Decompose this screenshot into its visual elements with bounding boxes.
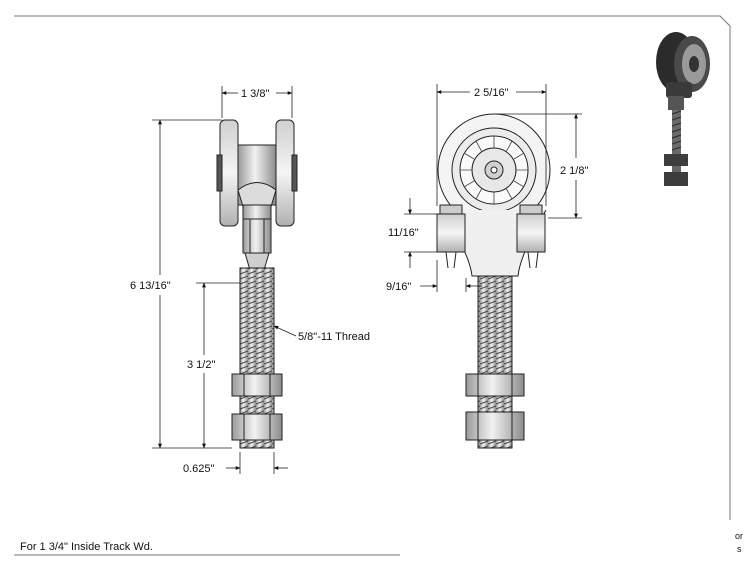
edge-text-fragment-bottom: s — [737, 544, 742, 554]
side-wheel-left — [219, 119, 239, 227]
front-view-dimensions — [404, 84, 582, 292]
dim-overall-height: 6 13/16" — [130, 280, 171, 292]
side-hex-coupler — [242, 218, 272, 254]
product-photo-thumbnail — [656, 32, 710, 186]
side-threaded-stud — [239, 267, 275, 377]
dim-side-width: 1 3/8" — [241, 88, 269, 100]
dim-thread-length: 3 1/2" — [187, 359, 215, 371]
dim-front-width: 2 5/16" — [474, 87, 509, 99]
sheet-border — [14, 15, 731, 556]
dim-block-height: 11/16" — [388, 227, 419, 239]
front-nut-lower — [465, 411, 525, 441]
track-width-note: For 1 3/4" Inside Track Wd. — [20, 541, 153, 553]
front-nut-upper — [465, 373, 525, 397]
side-view-dimensions — [152, 86, 297, 474]
front-threaded-stud — [477, 275, 513, 377]
side-nut-upper — [231, 373, 283, 397]
front-bearing-balls — [460, 136, 528, 204]
side-nut-lower — [231, 413, 283, 441]
front-view — [436, 113, 551, 449]
edge-text-fragment-top: or — [735, 531, 744, 541]
side-wheel-right — [275, 119, 295, 227]
front-block-left — [436, 213, 466, 253]
dim-offset: 9/16" — [386, 281, 411, 293]
dim-wheel-diameter: 2 1/8" — [560, 165, 588, 177]
dim-stud-diameter: 0.625" — [183, 463, 215, 475]
side-collar — [242, 204, 272, 220]
dim-thread-note: 5/8"-11 Thread — [298, 331, 370, 343]
side-view — [216, 119, 298, 449]
front-block-right — [516, 213, 546, 253]
